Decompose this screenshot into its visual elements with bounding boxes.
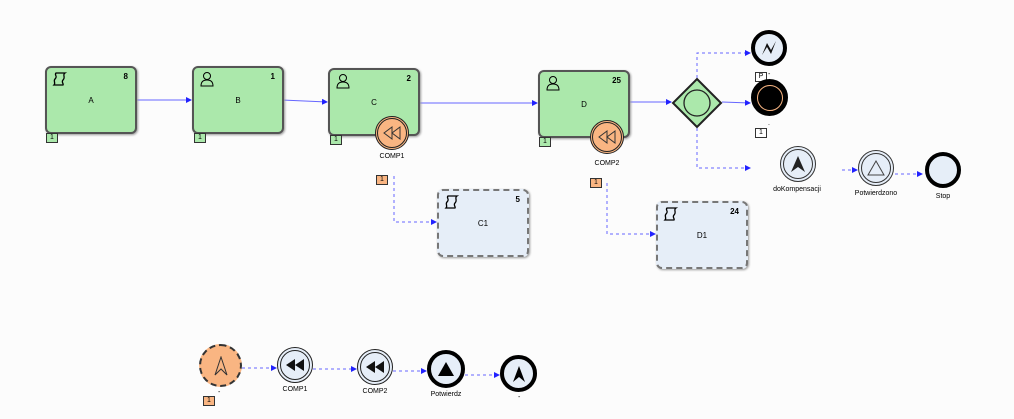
task-badge: 1 [539,137,551,147]
assoc-comp2-d1 [606,183,656,237]
task-badge: 1 [330,135,342,145]
event-badge: 1 [376,175,388,185]
event-label: Potwierdzono [854,190,898,197]
event-label: COMP2 [362,388,388,395]
intermediate-event-potwierdzono[interactable] [858,150,894,186]
throw-event-comp2[interactable] [357,349,393,385]
event-badge: 1 [755,128,767,138]
event-badge: 1 [590,178,602,188]
compensation-icon [366,361,384,373]
event-label: COMP2 [594,160,620,167]
task-count: 25 [612,76,621,85]
error-end-event[interactable] [751,30,787,66]
event-label: - [768,71,771,78]
task-label: C1 [477,219,489,228]
event-label: - [218,389,221,396]
task-count: 1 [270,72,275,81]
task-count: 24 [730,207,739,216]
throw-event-comp1[interactable] [277,347,313,383]
task-badge: 1 [194,133,206,143]
escalation-icon [512,365,525,382]
task-count: 8 [123,72,128,81]
task-count: 5 [515,195,520,204]
subprocess-d1[interactable]: 24 D1 [656,201,748,269]
user-icon [200,72,214,87]
task-label: D1 [696,231,708,240]
assoc-comp1-c1 [393,176,437,225]
task-label: B [235,96,241,105]
task-label: D [581,100,587,109]
task-label: C [371,98,377,107]
signal-icon [867,160,885,176]
compensation-icon [598,130,616,144]
inclusive-gateway[interactable] [671,77,723,129]
event-label: COMP1 [282,386,308,393]
subprocess-c1[interactable]: 5 C1 [437,189,529,257]
script-icon [444,195,460,209]
compensation-icon [286,359,304,371]
error-icon [762,41,776,55]
flow-gateway-end [721,99,751,106]
compensation-icon [383,126,401,140]
terminate-icon [756,84,783,111]
throw-event-potwierdz[interactable] [427,350,465,388]
event-label: Stop [935,193,951,200]
task-badge: 1 [46,133,58,143]
terminate-end-event[interactable] [751,79,788,116]
event-label: COMP1 [379,153,405,160]
end-event-stop[interactable] [925,152,961,188]
user-icon [546,76,560,91]
event-label: . [768,120,770,127]
flow-gateway-dokomp [696,128,751,171]
flow-gateway-error [696,50,751,78]
task-count: 2 [406,74,411,83]
end-event-escalation[interactable] [500,355,537,392]
task-label: A [88,96,94,105]
boundary-event-comp2[interactable] [590,120,624,154]
escalation-icon [214,355,227,375]
event-label: - [518,394,521,401]
user-icon [336,74,350,89]
escalation-icon [791,156,805,172]
boundary-event-comp1[interactable] [375,116,409,150]
script-icon [663,207,679,221]
flow-b-c [281,98,328,105]
intermediate-event-dokompensacji[interactable] [780,146,816,182]
task-a[interactable]: 8 A [45,66,137,134]
script-icon [52,72,68,86]
event-label: Potwierdz [430,391,462,398]
event-badge: 1 [203,396,215,406]
event-label: doKompensacji [773,186,821,193]
signal-icon [438,362,454,376]
start-event-compensation[interactable] [199,344,242,387]
task-b[interactable]: 1 B [192,66,284,134]
